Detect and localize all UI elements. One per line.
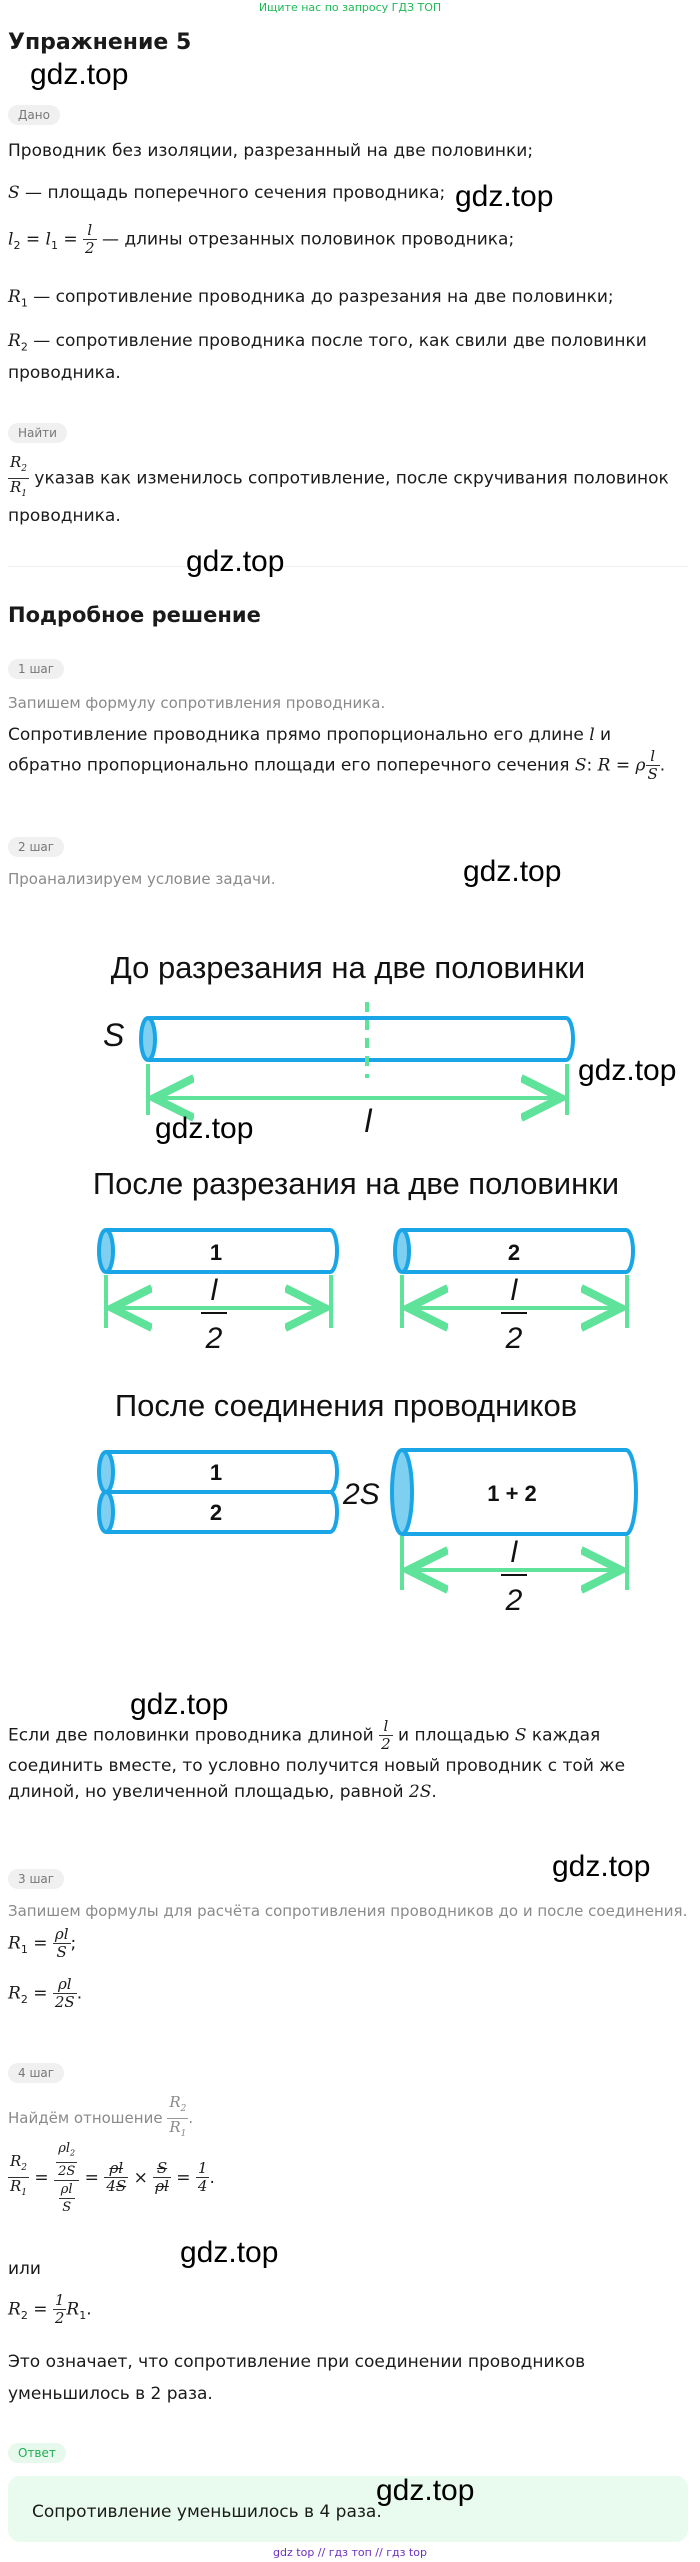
exercise-title: Упражнение 5 [8, 30, 192, 55]
watermark: gdz.top [130, 1688, 229, 1721]
watermark: gdz.top [30, 58, 129, 91]
solution-title: Подробное решение [8, 603, 261, 627]
wire-joined [390, 1448, 638, 1536]
watermark: gdz.top [578, 1054, 676, 1087]
step-3-badge: 3 шаг [8, 1868, 65, 1889]
bottom-link[interactable]: гдз top [386, 2546, 427, 2559]
step-2-badge: 2 шаг [8, 836, 65, 857]
answer-text: Сопротивление уменьшилось в 4 раза. [32, 2502, 382, 2522]
watermark: gdz.top [552, 1850, 651, 1883]
watermark: gdz.top [186, 545, 285, 578]
wire-joined-label: 1 + 2 [487, 1481, 537, 1506]
bottom-link[interactable]: гдз топ [328, 2546, 372, 2559]
wire-stack [97, 1450, 339, 1534]
svg-text:2: 2 [505, 1584, 523, 1617]
wire-half-1-label: 1 [210, 1240, 222, 1265]
step-4-badge: 4 шаг [8, 2062, 65, 2083]
measure-half-2 [400, 1275, 629, 1328]
wire-half-2 [393, 1228, 635, 1274]
watermark: gdz.top [180, 2236, 279, 2269]
watermark: gdz.top [376, 2474, 475, 2507]
conclusion-text: Это означает, что сопротивление при соед… [8, 2352, 586, 2404]
measure-half-1 [104, 1275, 333, 1328]
label-l-full: l [364, 1103, 372, 1139]
given-line-r2: R2 — сопротивление проводника после того… [8, 331, 647, 384]
svg-text:2: 2 [505, 1322, 523, 1355]
wire-stack-2-label: 2 [210, 1500, 222, 1525]
measure-l-full [146, 1064, 569, 1115]
given-line-1: Проводник без изоляции, разрезанный на д… [8, 141, 534, 161]
find-badge: Найти [8, 422, 67, 443]
wire-half-1 [97, 1228, 339, 1274]
or-text: или [8, 2259, 41, 2279]
step-3-hint: Запишем формулы для расчёта сопротивлени… [8, 1902, 688, 1920]
frac-l2-half-2: l 2 [501, 1274, 527, 1355]
divider [8, 566, 688, 567]
answer-box: Сопротивление уменьшилось в 4 раза. [8, 2476, 688, 2542]
step-1-text: Сопротивление проводника прямо пропорцио… [8, 725, 666, 783]
wire-full [139, 1002, 575, 1078]
bottom-links: gdz top // гдз топ // гдз top [273, 2546, 427, 2559]
step-1-badge: 1 шаг [8, 658, 65, 679]
wire-half-2-label: 2 [508, 1240, 520, 1265]
measure-joined [400, 1536, 629, 1590]
answer-badge: Ответ [8, 2442, 66, 2463]
top-search-link[interactable]: Ищите нас по запросу ГДЗ ТОП [258, 1, 442, 14]
svg-text:2: 2 [205, 1322, 223, 1355]
label-s: S [103, 1017, 124, 1053]
frac-l2-joined: l 2 [501, 1536, 527, 1617]
diagram-title-before: До разрезания на две половинки [111, 950, 585, 985]
watermark: gdz.top [455, 180, 554, 213]
bottom-link[interactable]: gdz top [273, 2546, 315, 2559]
wire-diagram: До разрезания на две половинки S l gdz.t… [93, 950, 677, 1617]
frac-l2-half-1: l 2 [201, 1274, 227, 1355]
watermark: gdz.top [463, 855, 562, 888]
given-line-r1: R1 — сопротивление проводника до разреза… [8, 287, 614, 310]
wire-stack-1-label: 1 [210, 1460, 222, 1485]
step-1-hint: Запишем формулу сопротивления проводника… [8, 694, 386, 712]
diagram-title-after-cut: После разрезания на две половинки [93, 1166, 619, 1201]
step-2-hint: Проанализируем условие задачи. [8, 870, 276, 888]
svg-text:l: l [211, 1274, 219, 1307]
svg-text:l: l [511, 1536, 519, 1569]
given-badge: Дано [8, 104, 60, 125]
label-2s: 2S [342, 1478, 380, 1511]
svg-text:l: l [511, 1274, 519, 1307]
watermark: gdz.top [155, 1112, 253, 1145]
diagram-title-after-join: После соединения проводников [115, 1388, 577, 1423]
given-line-s: S — площадь поперечного сечения проводни… [8, 183, 446, 203]
